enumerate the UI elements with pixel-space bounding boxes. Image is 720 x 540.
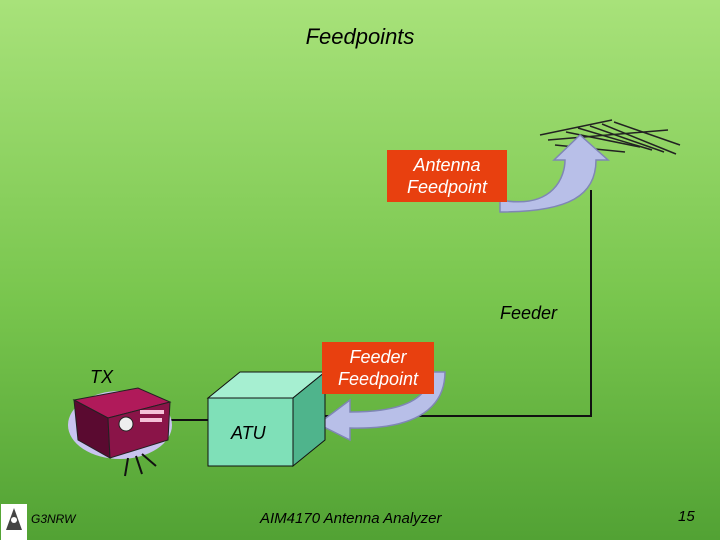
feeder-feedpoint-line-1: Feeder (349, 347, 407, 367)
antenna-feedpoint-line-1: Antenna (413, 155, 481, 175)
feeder-label: Feeder (500, 303, 558, 323)
footer-title: AIM4170 Antenna Analyzer (260, 510, 442, 527)
page-title: Feedpoints (305, 24, 415, 49)
page-number: 15 (678, 508, 695, 525)
feeder-feed-arrow (316, 371, 446, 442)
antenna-feed-arrow (499, 133, 610, 213)
atu-label: ATU (231, 423, 266, 443)
antenna-feedpoint-line-2: Feedpoint (406, 177, 488, 197)
transceiver-icon (68, 387, 172, 477)
feeder-feedpoint-line-2: Feedpoint (337, 369, 419, 389)
logo-icon (1, 504, 27, 540)
footer-author: G3NRW (31, 512, 76, 526)
yagi-antenna-icon (539, 119, 681, 155)
antenna-feedpoint-label: Antenna Feedpoint (387, 150, 507, 202)
feeder-feedpoint-label: Feeder Feedpoint (322, 342, 434, 394)
tx-label: TX (90, 367, 114, 387)
atu-box (206, 370, 327, 468)
